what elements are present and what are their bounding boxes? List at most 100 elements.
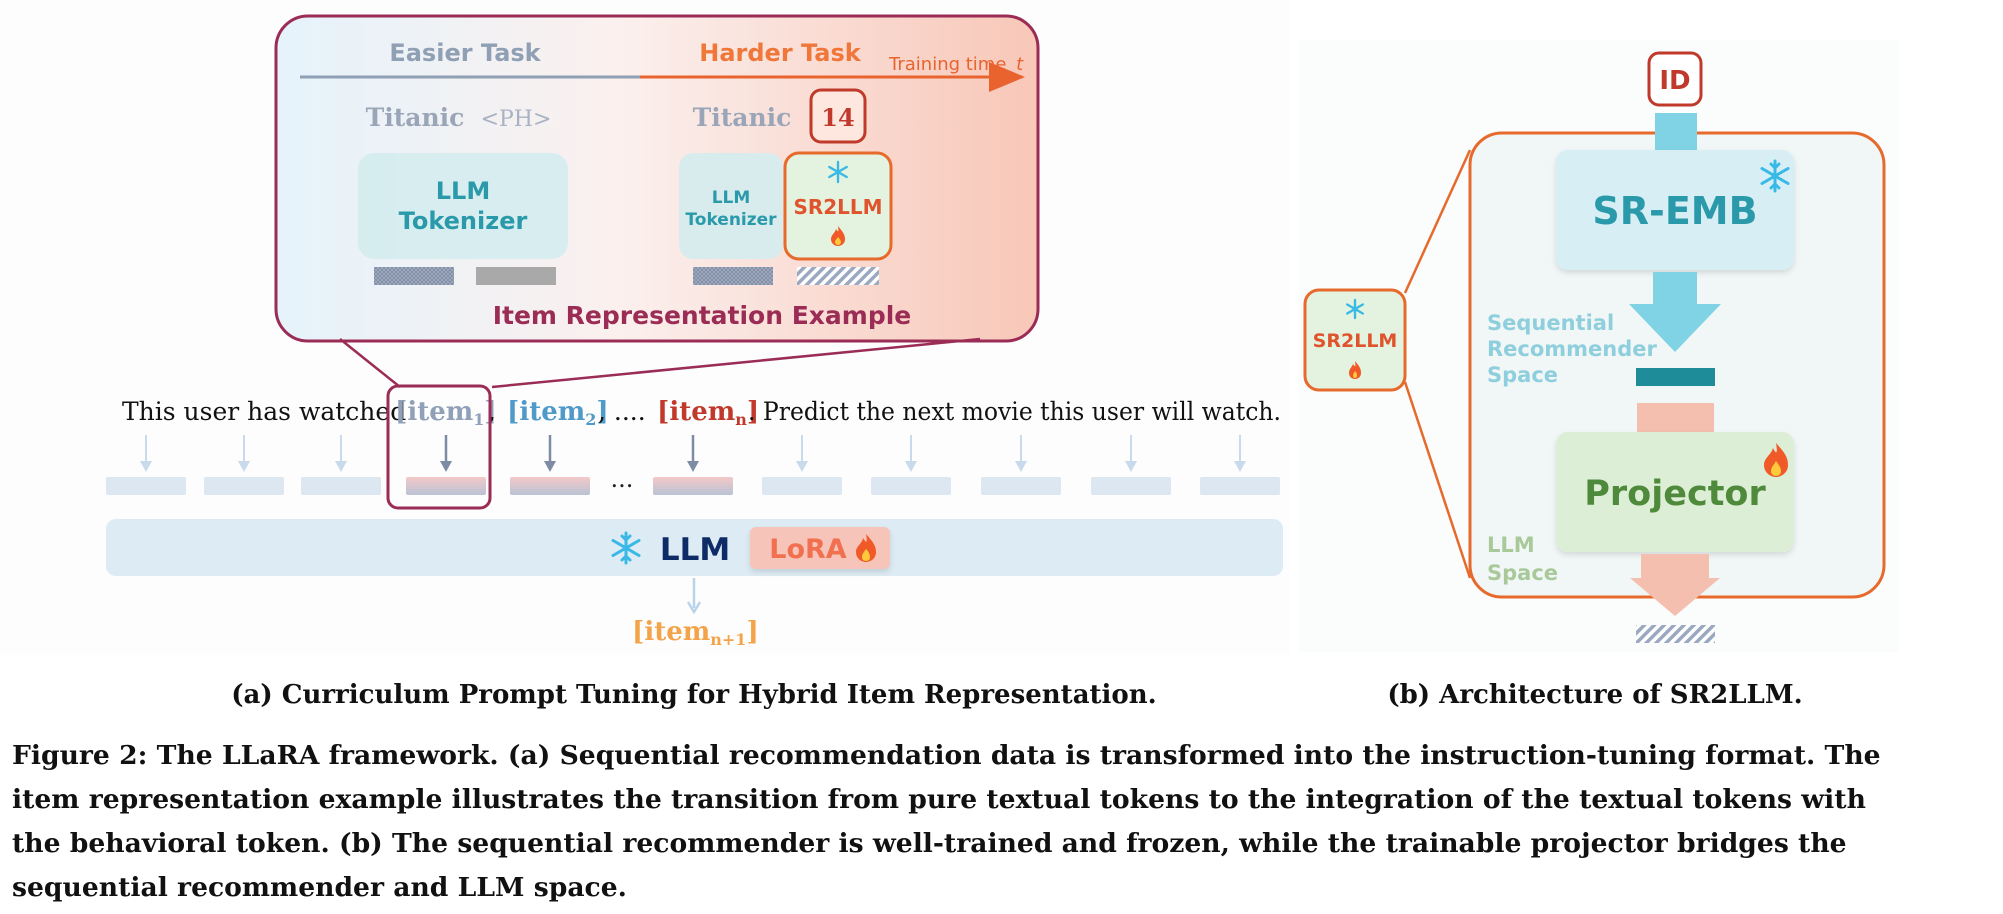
prompt-ellipsis: , .... — [598, 397, 646, 426]
item-subscript: 2 — [585, 410, 596, 429]
llm-space-token — [1636, 625, 1715, 643]
sr2llm-module-b-label: SR2LLM — [1313, 330, 1398, 352]
fire-icon — [856, 534, 876, 562]
id-value-label: 14 — [821, 103, 854, 132]
embedding-flow-arrow — [1629, 272, 1721, 352]
llm-space-line2: Space — [1487, 561, 1558, 585]
snowflake-icon — [1760, 159, 1790, 193]
id-label: ID — [1659, 66, 1690, 96]
text-token-slot — [301, 477, 381, 495]
projection-flow-arrow — [1630, 554, 1720, 616]
snowflake-icon — [828, 160, 848, 184]
projector-label: Projector — [1584, 474, 1766, 514]
input-arrow-head — [687, 461, 699, 472]
item-subscript: n — [735, 410, 747, 429]
llm-tokenizer-harder-line1: LLM — [712, 188, 751, 208]
fire-icon — [1764, 443, 1788, 477]
item-token-slot — [406, 477, 486, 495]
text-token-slot — [106, 477, 186, 495]
figure-caption-line: item representation example illustrates … — [12, 784, 1866, 815]
id-connector — [1655, 113, 1697, 151]
seq-space-line1: Sequential — [1487, 311, 1614, 335]
figure-caption-line: sequential recommender and LLM space. — [12, 872, 627, 903]
seq-space-line2: Recommender — [1487, 337, 1658, 361]
prompt-suffix: . Predict the next movie this user will … — [748, 397, 1281, 426]
item-subscript: 1 — [473, 410, 484, 429]
llm-tokenizer-harder-line2: Tokenizer — [685, 210, 777, 230]
snowflake-icon — [611, 531, 641, 565]
text-token-slot — [204, 477, 284, 495]
input-arrow-head — [1234, 461, 1246, 472]
sr2llm-module-a-label: SR2LLM — [793, 195, 882, 219]
placeholder-token-chip — [476, 267, 556, 285]
input-arrow-head — [544, 461, 556, 472]
figure-caption-line: the behavioral token. (b) The sequential… — [12, 828, 1847, 859]
sr2llm-architecture: ID SR2LLM SR-EMB Sequential Recomme — [1303, 51, 1886, 643]
text-token-slot — [1091, 477, 1171, 495]
token-ellipsis: ... — [611, 465, 634, 493]
item-token-slot — [653, 477, 733, 495]
input-arrow-head — [1125, 461, 1137, 472]
harder-task-label: Harder Task — [699, 39, 862, 67]
item-word: item — [407, 397, 473, 427]
llm-backbone: LLM LoRA — [106, 519, 1283, 576]
text-token-slot — [871, 477, 951, 495]
placeholder-token-label: <PH> — [481, 107, 552, 132]
panel-b-caption: (b) Architecture of SR2LLM. — [1387, 680, 1802, 710]
titanic-easier-label: Titanic — [366, 103, 465, 132]
sr-emb-label: SR-EMB — [1592, 189, 1757, 233]
llm-tokenizer-easier — [358, 153, 568, 259]
sr-emb-module — [1556, 150, 1794, 270]
figure-caption-line: Figure 2: The LLaRA framework. (a) Seque… — [12, 740, 1881, 771]
lora-label: LoRA — [769, 534, 847, 565]
fire-icon — [1349, 361, 1361, 379]
token-row — [106, 435, 1280, 495]
behavioral-token-chip — [797, 267, 879, 285]
item-next-token: [itemn+1] — [632, 617, 759, 649]
training-time-variable: t — [1016, 54, 1024, 75]
sr2llm-module-a — [783, 151, 893, 261]
item-word: item — [669, 397, 735, 427]
figure-caption: Figure 2: The LLaRA framework. (a) Seque… — [12, 734, 1987, 910]
item-subscript: n+1 — [710, 630, 746, 649]
item-representation-title: Item Representation Example — [493, 301, 912, 330]
id-box — [1647, 51, 1703, 107]
input-arrow-head — [905, 461, 917, 472]
input-arrow-head — [238, 461, 250, 472]
llm-tokenizer-harder — [679, 153, 783, 259]
titanic-harder-label: Titanic — [693, 103, 792, 132]
projector-module — [1556, 432, 1794, 552]
sr-embedding-token — [1636, 368, 1715, 386]
item-word: item — [644, 617, 710, 647]
svg-text:Training time t: Training time t — [888, 54, 1024, 75]
easier-task-label: Easier Task — [389, 39, 541, 67]
item-1-token: [item1] — [395, 397, 497, 429]
text-token-chip — [374, 267, 454, 285]
input-arrow-head — [440, 461, 452, 472]
svg-text:,: , — [488, 397, 496, 426]
training-time-label: Training time — [888, 54, 1006, 75]
llm-label: LLM — [660, 532, 730, 568]
text-token-slot — [981, 477, 1061, 495]
projector-input-connector — [1637, 403, 1714, 435]
input-arrow-head — [335, 461, 347, 472]
llm-tokenizer-easier-line1: LLM — [436, 177, 490, 205]
item-representation-example: Easier Task Harder Task Training time t … — [274, 14, 1040, 389]
input-arrow-head — [140, 461, 152, 472]
text-token-slot — [1200, 477, 1280, 495]
lora-adapter — [750, 527, 890, 569]
sr2llm-module-b — [1303, 288, 1407, 392]
item-token-slot — [510, 477, 590, 495]
instruction-prompt: This user has watched [item1] , [item2] … — [122, 397, 1281, 429]
llm-space-line1: LLM — [1487, 533, 1535, 557]
prompt-prefix: This user has watched — [122, 397, 406, 426]
fire-icon — [831, 226, 845, 246]
panel-a-caption: (a) Curriculum Prompt Tuning for Hybrid … — [231, 680, 1156, 710]
text-token-chip — [693, 267, 773, 285]
input-arrow-head — [796, 461, 808, 472]
snowflake-icon — [1345, 298, 1365, 320]
input-arrow-head — [1015, 461, 1027, 472]
id-value-box — [809, 88, 867, 144]
